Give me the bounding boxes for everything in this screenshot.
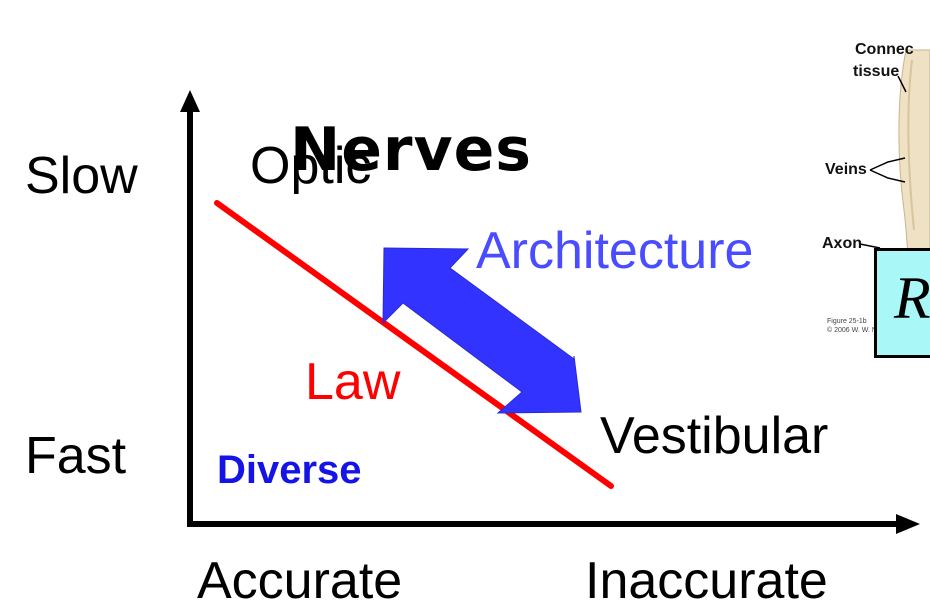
x-axis-arrowhead [896, 514, 920, 534]
y-axis-bottom-label: Fast [25, 430, 126, 482]
law-label: Law [305, 356, 400, 408]
architecture-label: Architecture [476, 225, 753, 277]
diverse-label: Diverse [217, 450, 362, 490]
optic-label: Optic [250, 140, 371, 192]
y-axis-arrowhead [180, 90, 200, 112]
formula-text: R [894, 268, 930, 328]
vestibular-label: Vestibular [600, 410, 828, 462]
x-axis-right-label: Inaccurate [585, 555, 828, 607]
x-axis-left-label: Accurate [197, 555, 402, 607]
y-axis-top-label: Slow [25, 150, 138, 202]
